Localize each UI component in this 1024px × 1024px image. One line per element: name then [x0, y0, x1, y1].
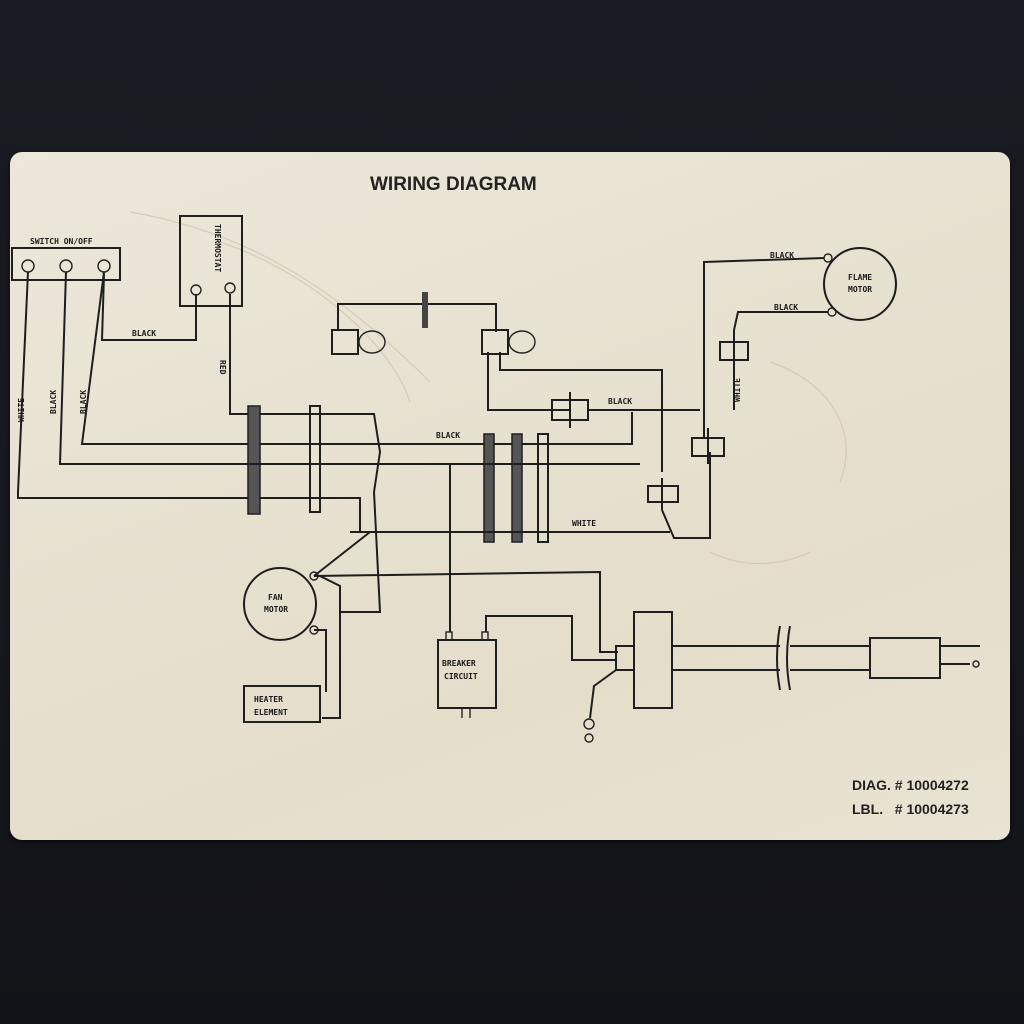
wiring-label-card: WIRING DIAGRAM SWITCH ON/OFF THERMOSTAT: [10, 152, 1010, 840]
black-left-label-1: BLACK: [49, 390, 58, 414]
terminal-strips: [247, 405, 549, 543]
wiring-diagram: WIRING DIAGRAM SWITCH ON/OFF THERMOSTAT: [11, 174, 980, 817]
lbl-number: LBL. # 10004273: [852, 801, 969, 817]
black-wire-left-2: [80, 271, 633, 445]
white-flame-label: WHITE: [733, 378, 742, 402]
power-cord-plug: [615, 611, 980, 709]
ground-lug: [583, 669, 617, 743]
black-flame-bottom-label: BLACK: [774, 303, 798, 312]
black-flame-wire-top: [703, 257, 825, 438]
white-bottom-label: WHITE: [572, 519, 596, 528]
breaker-label-1: BREAKER: [442, 659, 476, 668]
black-left-label-2: BLACK: [79, 390, 88, 414]
breaker-label-2: CIRCUIT: [444, 672, 478, 681]
heater-label-2: ELEMENT: [254, 708, 288, 717]
heater-label-1: HEATER: [254, 695, 283, 704]
red-label: RED: [218, 360, 227, 375]
black-switch-wire: [100, 273, 197, 341]
fan-motor-label-1: FAN: [268, 593, 283, 602]
black-middle-label: BLACK: [436, 431, 460, 440]
flame-motor-label-1: FLAME: [848, 273, 872, 282]
fan-motor: FAN MOTOR: [243, 567, 319, 641]
diag-number: DIAG. # 10004272: [852, 777, 969, 793]
thermostat: THERMOSTAT: [179, 215, 243, 307]
flame-motor-label-2: MOTOR: [848, 285, 872, 294]
white-left-label: WHITE: [17, 398, 26, 422]
wire-connectors: [551, 330, 749, 539]
stain-marks: [129, 211, 847, 565]
switch-label: SWITCH ON/OFF: [30, 237, 93, 246]
black-wire-left-1: [58, 271, 640, 465]
flame-motor: FLAME MOTOR: [823, 247, 897, 321]
diagram-title: WIRING DIAGRAM: [370, 174, 537, 195]
black-flame-top-label: BLACK: [770, 251, 794, 260]
black-flame-wire-bottom: [733, 311, 828, 331]
white-wire-left: [17, 271, 361, 532]
breaker-circuit: BREAKER CIRCUIT: [437, 631, 497, 718]
black-switch-label: BLACK: [132, 329, 156, 338]
black-right-label: BLACK: [608, 397, 632, 406]
lamp-assembly: [331, 292, 663, 472]
red-wire: [229, 294, 382, 613]
heater-element: HEATER ELEMENT: [243, 685, 321, 723]
fan-motor-label-2: MOTOR: [264, 605, 288, 614]
thermostat-label: THERMOSTAT: [213, 224, 222, 272]
